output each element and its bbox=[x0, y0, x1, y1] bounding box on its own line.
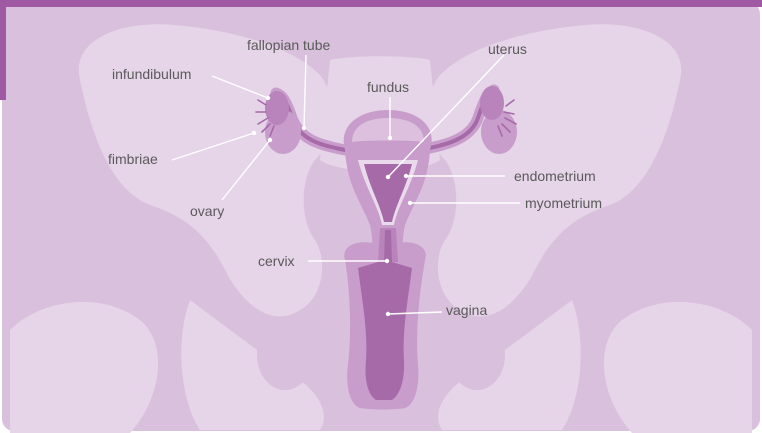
label-fimbriae: fimbriae bbox=[108, 151, 158, 167]
right-femur bbox=[604, 302, 752, 433]
label-uterus: uterus bbox=[488, 41, 527, 57]
top-accent-bar bbox=[0, 0, 762, 7]
left-accent-bar bbox=[0, 0, 6, 100]
left-femur bbox=[10, 302, 158, 433]
left-obturator-foramen bbox=[257, 320, 313, 390]
right-obturator-foramen bbox=[449, 320, 505, 390]
label-infundibulum: infundibulum bbox=[112, 66, 191, 82]
label-fallopian-tube: fallopian tube bbox=[247, 37, 331, 53]
cervical-canal bbox=[384, 230, 392, 262]
right-infundibulum bbox=[480, 86, 504, 120]
label-myometrium: myometrium bbox=[525, 195, 602, 211]
label-vagina: vagina bbox=[446, 302, 487, 318]
label-ovary: ovary bbox=[190, 203, 224, 219]
label-fundus: fundus bbox=[367, 79, 409, 95]
label-endometrium: endometrium bbox=[514, 168, 596, 184]
label-cervix: cervix bbox=[258, 253, 295, 269]
